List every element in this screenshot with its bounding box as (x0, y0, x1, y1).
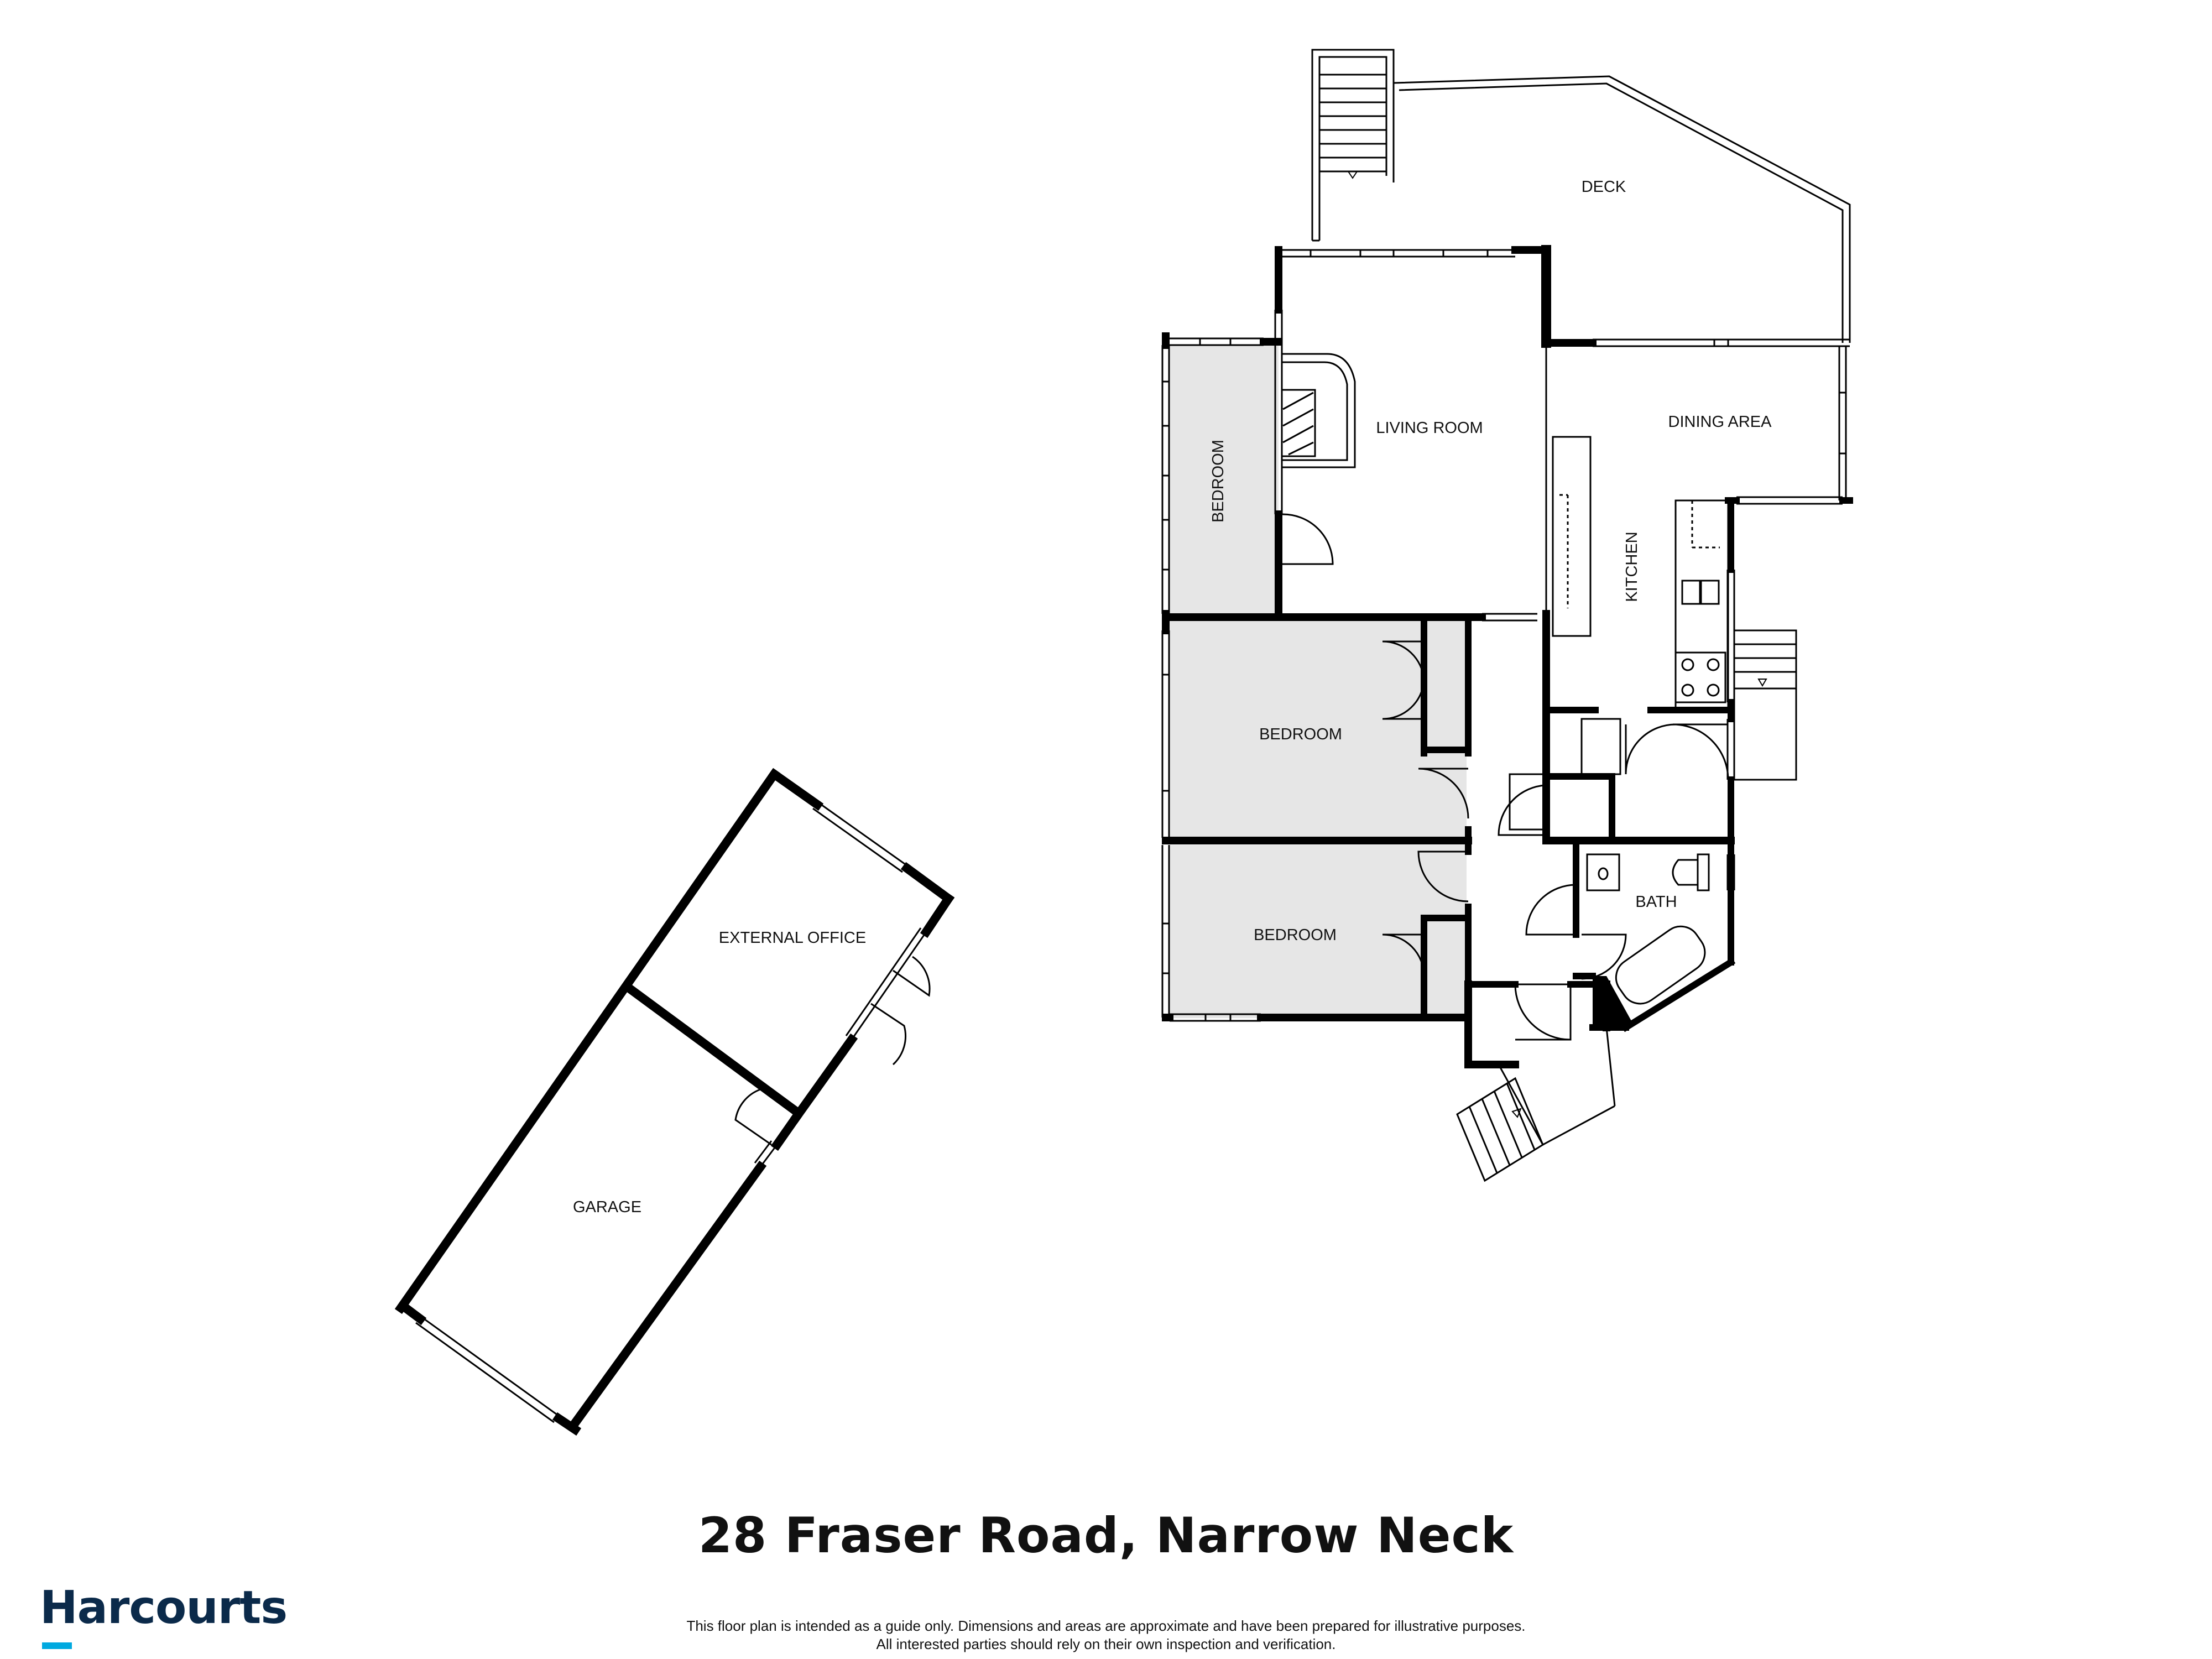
front-steps-arrow-icon (1511, 1108, 1522, 1118)
kitchen-fittings (1552, 436, 1729, 712)
bedroom-1-fill (1170, 345, 1279, 614)
room-label-bedroom-3: BEDROOM (1254, 926, 1337, 944)
harcourts-logo-accent (42, 1642, 72, 1649)
room-label-bedroom-1: BEDROOM (1209, 440, 1227, 523)
room-label-garage: GARAGE (573, 1198, 641, 1216)
stairs-arrow-icon (1347, 171, 1358, 179)
back-stairs (1733, 629, 1797, 781)
windows (1161, 249, 1850, 1022)
room-label-deck: DECK (1582, 178, 1626, 196)
garage-walls (394, 768, 955, 1436)
room-label-dining-area: DINING AREA (1668, 413, 1772, 431)
doors (1281, 513, 1729, 1041)
bath-fittings (1586, 853, 1710, 1005)
room-label-bath: BATH (1635, 893, 1677, 911)
room-label-kitchen: KITCHEN (1623, 531, 1641, 602)
garage-doors (734, 956, 931, 1146)
bedroom-2-fill (1170, 620, 1467, 838)
bath-corner-column (1593, 976, 1634, 1030)
back-stairs-arrow-icon (1757, 679, 1767, 687)
disclaimer-line-2: All interested parties should rely on th… (876, 1636, 1336, 1652)
fireplace (1281, 353, 1356, 468)
garage-windows (415, 801, 927, 1423)
disclaimer-line-1: This floor plan is intended as a guide o… (686, 1618, 1526, 1634)
room-label-bedroom-2: BEDROOM (1259, 726, 1342, 743)
room-label-living-room: LIVING ROOM (1376, 419, 1483, 437)
bedroom-3-fill (1170, 845, 1467, 1018)
deck (1311, 49, 1851, 343)
deck-stairs (1319, 74, 1386, 173)
harcourts-logo: Harcourts (40, 1582, 288, 1634)
front-steps (1456, 1027, 1616, 1182)
room-label-external-office: EXTERNAL OFFICE (719, 929, 866, 947)
property-address: 28 Fraser Road, Narrow Neck (698, 1507, 1514, 1564)
